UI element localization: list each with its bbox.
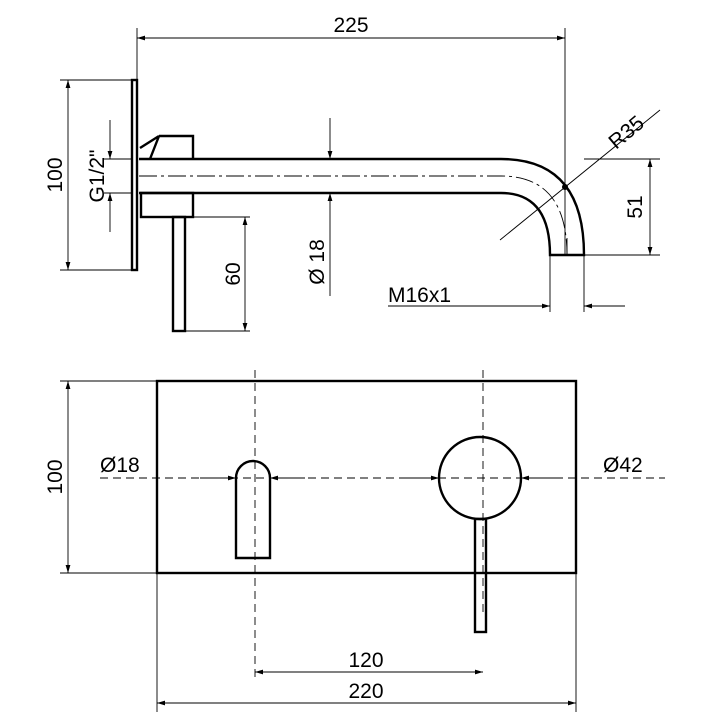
front-plate <box>155 379 578 575</box>
dim-m16x1: M16x1 <box>388 284 451 307</box>
radius-leader <box>499 109 661 241</box>
dim-r35: R35 <box>604 111 648 153</box>
dim-d42: Ø42 <box>603 454 643 477</box>
dim-100-front: 100 <box>44 459 67 494</box>
dim-d18-front: Ø18 <box>100 454 140 477</box>
dim-51: 51 <box>624 195 647 218</box>
dim-120: 120 <box>348 649 383 672</box>
center-lines <box>100 370 665 680</box>
spout-outlet-slot <box>234 459 272 560</box>
wall-plate <box>130 78 139 272</box>
lower-body <box>139 191 195 219</box>
front-lever <box>473 517 488 634</box>
dim-60: 60 <box>222 262 245 285</box>
lever <box>171 215 187 333</box>
dim-100-side: 100 <box>44 157 67 192</box>
dim-225: 225 <box>333 14 368 37</box>
dim-d18-side: Ø 18 <box>306 239 329 285</box>
handle-top-block <box>139 134 195 160</box>
spout <box>139 157 586 257</box>
dim-g12: G1/2" <box>86 150 109 203</box>
front-view: 100 Ø18 Ø42 120 220 <box>44 370 665 712</box>
dim-220: 220 <box>348 680 383 703</box>
spout-centerline <box>139 175 568 256</box>
side-view: 225 100 G1/2" Ø 18 60 R35 51 M16x1 <box>44 14 661 333</box>
